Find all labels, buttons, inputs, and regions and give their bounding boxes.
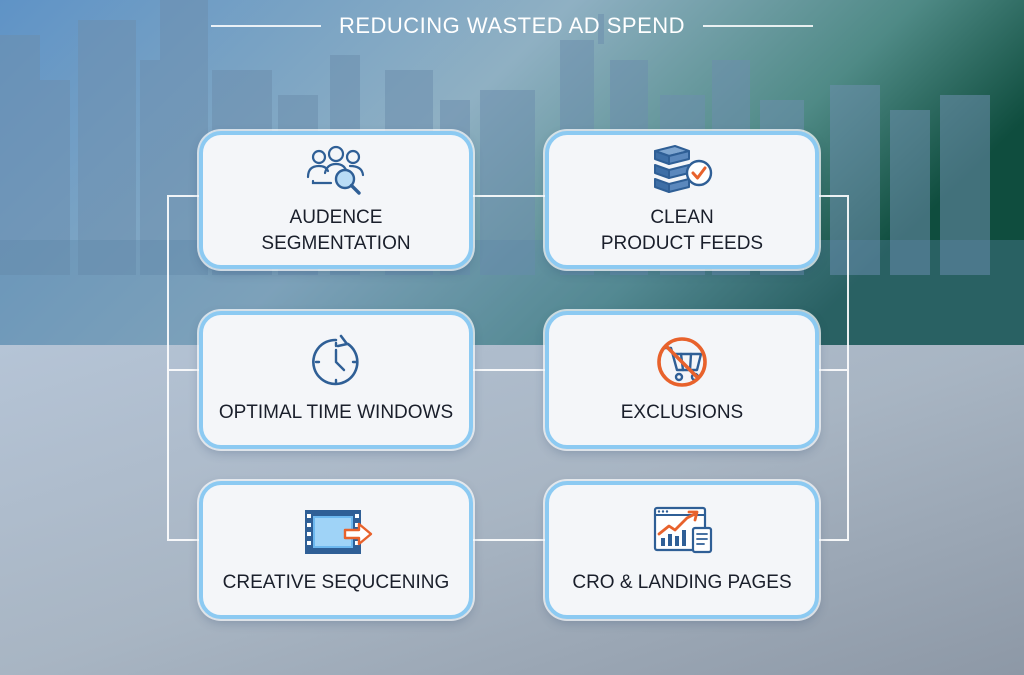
- card-creative-sequencing: CREATIVE SEQUCENING: [199, 481, 473, 619]
- title-rule-left: [210, 25, 321, 27]
- title-bar: REDUCING WASTED AD SPEND: [0, 8, 1024, 44]
- card-exclusions: EXCLUSIONS: [545, 311, 819, 449]
- audience-search-icon: [301, 143, 371, 199]
- card-clean-product-feeds: CLEAN PRODUCT FEEDS: [545, 131, 819, 269]
- card-label: AUDENCE SEGMENTATION: [261, 207, 411, 254]
- clock-icon: [301, 334, 371, 390]
- card-label: OPTIMAL TIME WINDOWS: [218, 402, 454, 423]
- card-label: CRO & LANDING PAGES: [572, 572, 792, 593]
- card-label: CLEAN PRODUCT FEEDS: [600, 207, 764, 254]
- card-audience-segmentation: AUDENCE SEGMENTATION: [199, 131, 473, 269]
- card-label: EXCLUSIONS: [620, 402, 744, 423]
- page-title: REDUCING WASTED AD SPEND: [338, 13, 686, 38]
- no-cart-icon: [647, 334, 717, 390]
- card-optimal-time-windows: OPTIMAL TIME WINDOWS: [199, 311, 473, 449]
- film-arrow-icon: [301, 504, 373, 560]
- card-cro-landing-pages: CRO & LANDING PAGES: [545, 481, 819, 619]
- database-check-icon: [647, 143, 717, 199]
- growth-chart-icon: [647, 504, 717, 560]
- card-label: CREATIVE SEQUCENING: [222, 572, 450, 593]
- title-rule-right: [703, 25, 814, 27]
